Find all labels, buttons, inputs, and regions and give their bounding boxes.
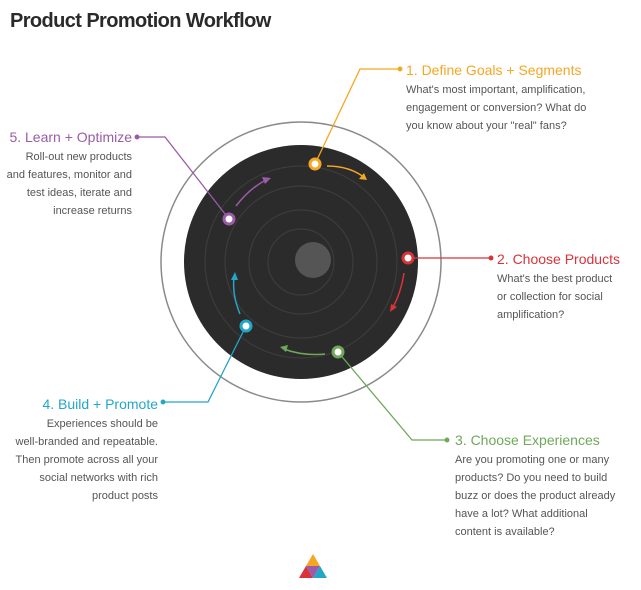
center-core [295,242,331,278]
step1-line: What's most important, amplification, [406,84,586,96]
inner-ring-3 [248,209,354,315]
step1-line: you know about your "real" fans? [406,120,567,132]
step2-description: What's the best product or collection fo… [497,270,637,324]
step3-connector [337,351,450,443]
step2-line: amplification? [497,309,565,321]
step5-line: and features, monitor and [6,169,132,181]
step3-arrow [283,348,326,356]
step3-line: Are you promoting one or many [455,454,610,466]
step2-block: 2. Choose Products What's the best produ… [497,250,637,324]
outer-ring [160,121,442,403]
step1-connector [314,66,403,165]
step5-block: 5. Learn + Optimize Roll-out new product… [4,128,132,220]
page-title: Product Promotion Workflow [10,10,271,32]
step3-block: 3. Choose Experiences Are you promoting … [455,431,633,541]
step4-heading: 4. Build + Promote [42,396,158,412]
step4-line: Experiences should be [46,418,158,430]
step5-line: Roll-out new products [25,151,132,163]
step1-description: What's most important, amplification, en… [406,81,616,135]
step2-heading: 2. Choose Products [497,251,620,267]
step2-arrowhead [390,304,397,312]
step2-line: or collection for social [497,291,603,303]
step1-line: engagement or conversion? What do [406,102,587,114]
step4-arrow [232,276,241,315]
step5-heading: 5. Learn + Optimize [9,129,132,145]
step5-line: increase returns [53,205,132,217]
step4-line: well-branded and repeatable. [15,436,159,448]
inner-ring-2 [224,185,378,339]
brand-logo-icon [299,554,327,578]
step5-arrow [235,179,267,207]
step3-arrowhead [280,345,288,352]
step3-line: content is available? [455,526,555,538]
step4-connector [160,325,247,405]
step3-line: have a lot? What additional [455,508,588,520]
step5-line: test ideas, iterate and [26,187,132,199]
step5-connector [134,134,230,220]
step3-line: products? Do you need to build [455,472,608,484]
step3-description: Are you promoting one or many products? … [455,451,633,541]
step1-heading: 1. Define Goals + Segments [406,62,582,78]
step1-node[interactable] [308,157,322,171]
step3-node[interactable] [331,345,345,359]
step2-line: What's the best product [497,273,613,285]
step4-block: 4. Build + Promote Experiences should be… [6,395,159,505]
step5-arrowhead [262,177,271,184]
step5-description: Roll-out new products and features, moni… [4,148,132,220]
step2-node[interactable] [401,251,415,265]
step5-node[interactable] [222,212,236,226]
step4-line: social networks with rich [39,472,158,484]
inner-ring-4 [267,228,335,296]
step4-line: Then promote across all your [15,454,158,466]
step3-heading: 3. Choose Experiences [455,432,600,448]
step4-line: product posts [91,490,158,502]
inner-ring-1 [204,165,398,359]
step3-line: buzz or does the product already [455,490,616,502]
step1-block: 1. Define Goals + Segments What's most i… [406,61,616,135]
step2-connector [408,255,494,261]
step1-arrowhead [359,173,367,180]
step4-arrowhead [231,272,238,280]
step4-node[interactable] [239,319,253,333]
step4-description: Experiences should be well-branded and r… [6,415,159,505]
